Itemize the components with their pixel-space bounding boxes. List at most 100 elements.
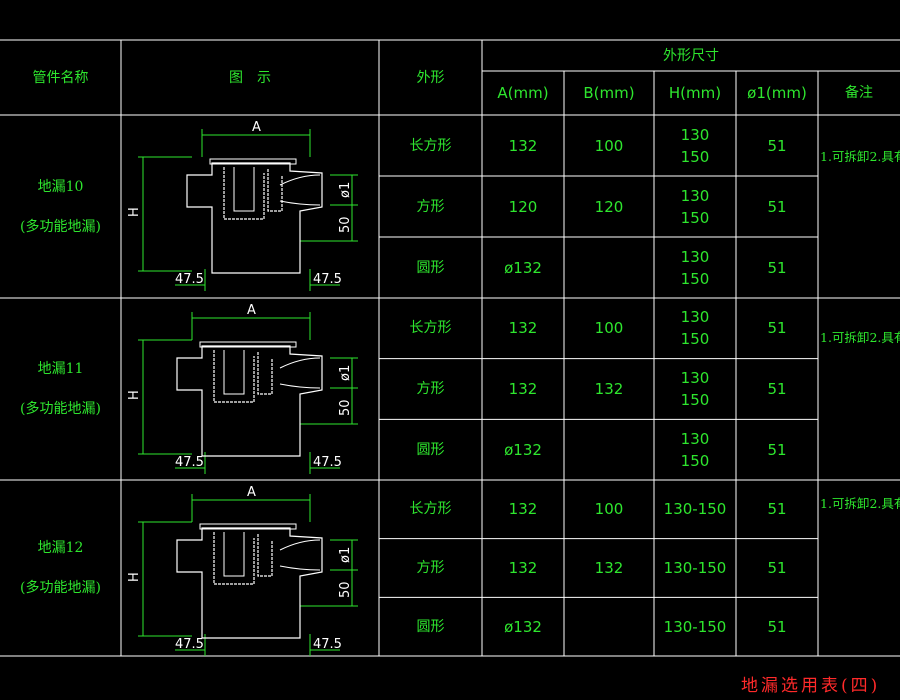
dim-h-cell: 130-150 — [663, 558, 727, 577]
group-title: 地漏10 — [37, 178, 84, 195]
dim-a-cell: 132 — [508, 558, 538, 577]
dim-b-cell — [564, 597, 654, 656]
dim-a-cell: 132 — [508, 500, 538, 519]
remark-line: 2.具有清通功能 — [869, 496, 900, 511]
dim-b-cell: 132 — [594, 379, 624, 398]
header-dimensions: 外形尺寸 — [663, 47, 719, 64]
dim-a-cell: ø132 — [504, 617, 542, 636]
dim-h-cell: 130 150 — [680, 247, 710, 288]
dim-b-cell: 100 — [594, 319, 624, 338]
margin-right-label: 47.5 — [313, 272, 342, 287]
drain-trap-outer — [213, 350, 255, 403]
dimension-a-label: A — [252, 120, 261, 135]
header-dim-h: H(mm) — [668, 84, 722, 102]
outlet-dia-label: ø1 — [338, 365, 353, 381]
drain-grate — [199, 523, 297, 530]
outlet-dia-label: ø1 — [338, 182, 353, 198]
dim-d1-cell: 51 — [767, 440, 787, 459]
header-dim-b: B(mm) — [583, 84, 635, 102]
dim-b-cell: 100 — [594, 136, 624, 155]
dim-h-cell: 130-150 — [663, 617, 727, 636]
drain-outlet-curve-lower — [279, 200, 321, 206]
remark-line: 1.可拆卸 — [820, 496, 870, 511]
dim-h-cell: 130 150 — [680, 308, 710, 349]
dim-h-cell: 130 150 — [680, 125, 710, 166]
header-remarks: 备注 — [845, 85, 873, 101]
dim-d1-cell: 51 — [767, 500, 787, 519]
group-title: 地漏11 — [37, 361, 84, 377]
dim-a-cell: ø132 — [504, 258, 542, 277]
shape-cell: 方形 — [416, 380, 445, 397]
shape-cell: 方形 — [416, 198, 445, 215]
group-name: 地漏10 (多功能地漏) — [0, 115, 121, 298]
dim-b-cell: 100 — [594, 500, 624, 519]
drain-body-outline — [176, 527, 323, 639]
dimension-h-label: H — [127, 572, 142, 582]
remark-line: 2.具有清通功能 — [869, 149, 900, 164]
dim-a-cell: 132 — [508, 319, 538, 338]
drain-trap-outer — [213, 532, 255, 585]
margin-left-label: 47.5 — [175, 455, 204, 470]
shape-cell: 长方形 — [409, 137, 452, 154]
remark-line: 1.可拆卸 — [820, 149, 870, 164]
group-subtitle: (多功能地漏) — [20, 218, 101, 235]
shape-cell: 圆形 — [416, 618, 445, 635]
dim-h-cell: 130 150 — [680, 429, 710, 470]
drain-trap-inner — [233, 167, 255, 212]
drain-body-outline — [186, 162, 323, 274]
dim-b-cell — [564, 237, 654, 298]
remark-line: 2.具有清通功能 — [869, 330, 900, 345]
dim-d1-cell: 51 — [767, 197, 787, 216]
header-figure: 图 示 — [229, 69, 271, 86]
dimension-h-label: H — [127, 390, 142, 400]
dim-d1-cell: 51 — [767, 379, 787, 398]
drain-trap-right — [267, 169, 283, 212]
shape-cell: 长方形 — [409, 501, 452, 518]
dimension-a-label: A — [247, 485, 256, 500]
outlet-offset-label: 50 — [338, 581, 353, 598]
dim-h-cell: 130-150 — [663, 500, 727, 519]
dim-d1-cell: 51 — [767, 258, 787, 277]
dim-a-cell: 132 — [508, 136, 538, 155]
group-name: 地漏11 (多功能地漏) — [0, 298, 121, 480]
outlet-offset-label: 50 — [338, 399, 353, 416]
dim-b-cell — [564, 419, 654, 480]
header-shape: 外形 — [416, 69, 445, 86]
dim-h-cell: 130 150 — [680, 186, 710, 227]
group-title: 地漏12 — [37, 540, 84, 556]
dim-a-cell: 132 — [508, 379, 538, 398]
dim-d1-cell: 51 — [767, 617, 787, 636]
dim-a-cell: 120 — [508, 197, 538, 216]
drain-outlet-curve — [279, 357, 321, 369]
group-subtitle: (多功能地漏) — [20, 401, 101, 417]
drain-trap-inner — [223, 350, 245, 395]
group-name: 地漏12 (多功能地漏) — [0, 480, 121, 656]
dim-a-cell: ø132 — [504, 440, 542, 459]
drain-grate — [209, 158, 297, 165]
dim-d1-cell: 51 — [767, 558, 787, 577]
drain-trap-inner — [223, 532, 245, 577]
header-name: 管件名称 — [32, 69, 89, 86]
group-subtitle: (多功能地漏) — [20, 580, 101, 596]
shape-cell: 圆形 — [416, 259, 445, 276]
shape-cell: 方形 — [416, 559, 445, 576]
drain-outlet-curve-lower — [279, 565, 321, 571]
header-dim-a: A(mm) — [497, 84, 549, 102]
dimension-a-label: A — [247, 303, 256, 318]
drain-trap-outer — [223, 167, 265, 220]
table-title: 地漏选用表(四) — [741, 676, 881, 696]
shape-cell: 长方形 — [409, 320, 452, 337]
drain-trap-right — [257, 352, 273, 395]
shape-cell: 圆形 — [416, 441, 445, 458]
dim-d1-cell: 51 — [767, 136, 787, 155]
margin-right-label: 47.5 — [313, 637, 342, 652]
outlet-dia-label: ø1 — [338, 547, 353, 563]
outlet-offset-label: 50 — [338, 216, 353, 233]
drain-outlet-curve — [279, 174, 321, 186]
drain-body-outline — [176, 345, 323, 457]
dim-h-cell: 130 150 — [680, 368, 710, 409]
margin-left-label: 47.5 — [175, 637, 204, 652]
